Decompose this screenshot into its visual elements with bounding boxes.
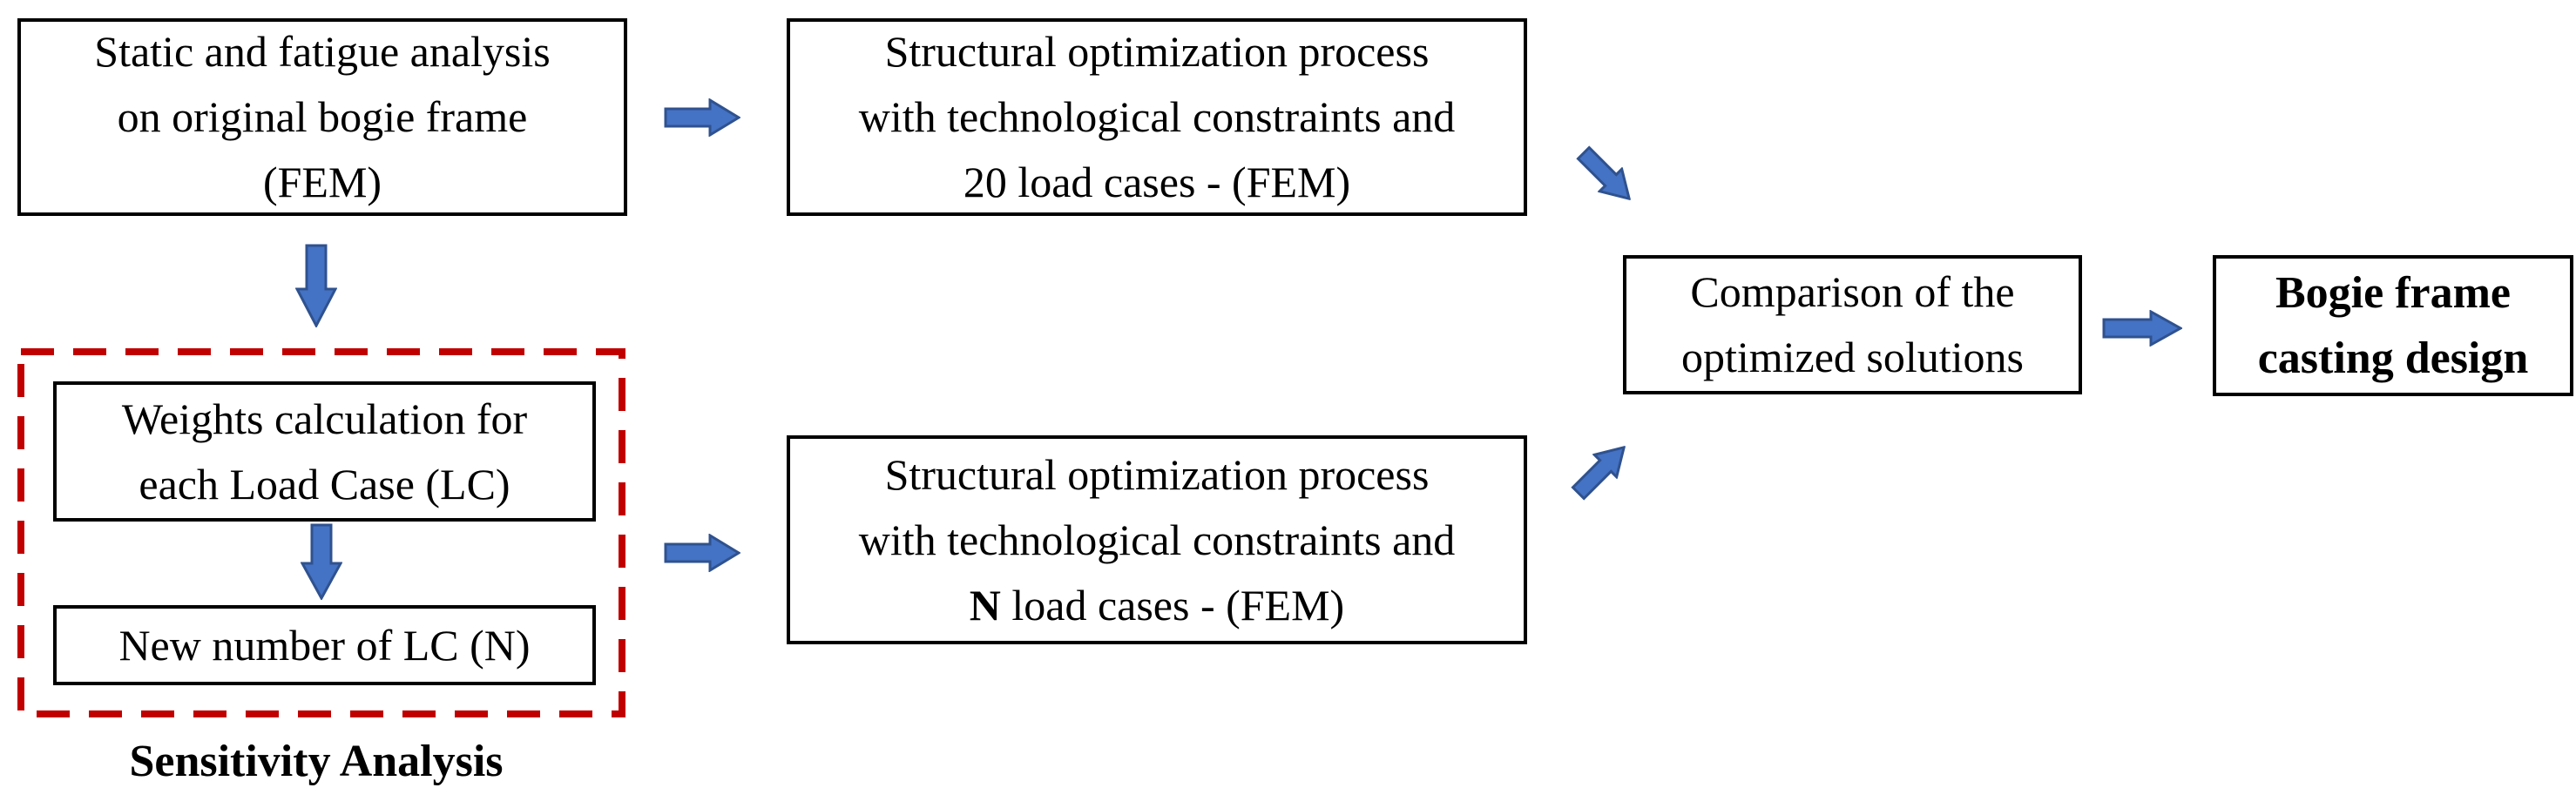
box-static-fatigue-analysis: Static and fatigue analysis on original … — [17, 18, 627, 216]
arrow-comparison-to-casting — [2102, 310, 2182, 347]
box-optimization-20-load-cases: Structural optimization process with tec… — [787, 18, 1527, 216]
arrow-static-to-sensitivity — [295, 244, 337, 327]
text-line: with technological constraints and — [858, 92, 1456, 141]
arrow-diagonal-shape — [1576, 145, 1632, 201]
text-line: Static and fatigue analysis — [94, 27, 551, 76]
box-bogie-frame-casting-design: Bogie frame casting design — [2213, 255, 2573, 396]
text-line: load cases - (FEM) — [1000, 580, 1345, 630]
sensitivity-dashed-container — [17, 348, 625, 717]
text-line: Bogie frame — [2275, 268, 2511, 318]
text-line: Comparison of the — [1690, 267, 2015, 316]
text-line: N load cases - (FEM) — [970, 573, 1344, 638]
text-line: Structural optimization process — [884, 27, 1430, 76]
box-comparison-optimized-solutions: Comparison of the optimized solutions — [1623, 255, 2082, 394]
arrow-opt20-to-comparison — [1576, 145, 1632, 201]
bold-n-text: N — [969, 580, 1001, 630]
arrow-right-shape — [664, 534, 740, 572]
arrow-weights-to-new-number — [301, 523, 342, 600]
text-line: Structural optimization process — [884, 449, 1430, 499]
text-line: optimized solutions — [1680, 333, 2025, 381]
text-line: casting design — [2257, 333, 2529, 383]
box-new-number-of-lc: New number of LC (N) — [53, 605, 596, 685]
arrow-diagonal-shape — [1571, 445, 1626, 501]
text-line: each Load Case (LC) — [139, 459, 510, 508]
box-optimization-n-load-cases: Structural optimization process with tec… — [787, 435, 1527, 644]
dashed-border-shape — [17, 348, 625, 717]
arrow-right-shape — [2102, 310, 2182, 347]
arrow-opt-n-to-comparison — [1571, 445, 1626, 501]
text-line: (FEM) — [262, 158, 382, 206]
text-line: New number of LC (N) — [118, 620, 531, 670]
text-line: 20 load cases - (FEM) — [963, 158, 1351, 206]
text-line: Weights calculation for — [121, 394, 528, 443]
arrow-down-shape — [295, 244, 337, 327]
sensitivity-analysis-label: Sensitivity Analysis — [129, 737, 504, 786]
box-weights-calculation: Weights calculation for each Load Case (… — [53, 381, 596, 522]
text-line: with technological constraints and — [858, 515, 1456, 564]
arrow-static-to-opt20 — [664, 98, 740, 137]
arrow-right-shape — [664, 98, 740, 137]
text-line: on original bogie frame — [117, 92, 528, 141]
arrow-sensitivity-to-opt-n — [664, 534, 740, 572]
arrow-down-shape — [301, 523, 342, 600]
